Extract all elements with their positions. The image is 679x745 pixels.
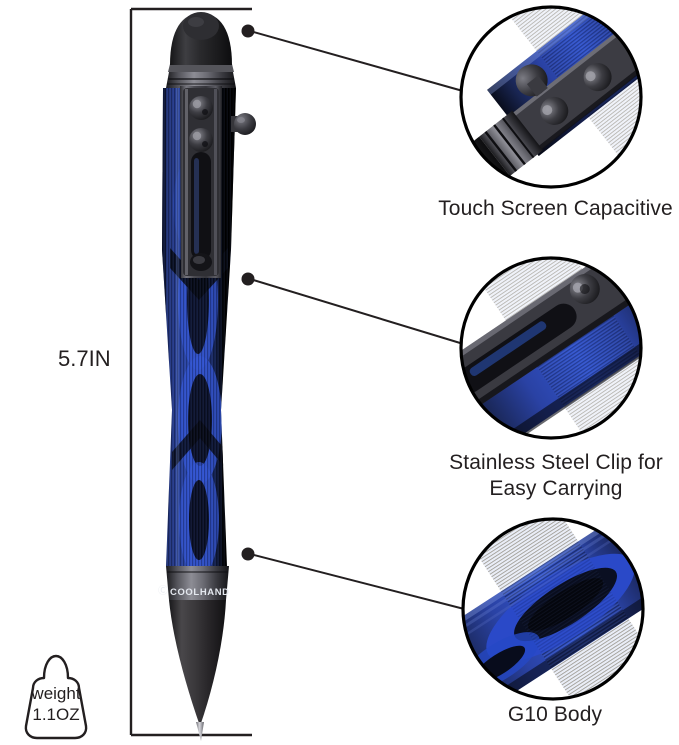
pen-lower-barrel: [166, 566, 229, 741]
clip-screw-mid: [189, 128, 213, 152]
leader-dots: [241, 24, 255, 561]
clip-screw-bottom: [190, 253, 212, 271]
callout-label-g10-body: G10 Body: [507, 703, 603, 726]
pen-stylus-tip: [166, 12, 236, 88]
leader-lines: [249, 30, 473, 612]
clip-screw-top: [189, 96, 213, 120]
weight-tag: weight 1.1OZ: [7, 666, 105, 738]
weight-tag-text: weight 1.1OZ: [7, 683, 105, 725]
pen-illustration: [162, 12, 256, 741]
pen-g10-barrel: [162, 88, 236, 566]
pen-side-knob: [231, 113, 256, 135]
weight-tag-value: 1.1OZ: [32, 705, 80, 724]
callout-label-steel-clip: Stainless Steel Clip for Easy Carrying: [449, 451, 663, 500]
weight-tag-title: weight: [31, 684, 81, 703]
callout-inset-touch-screen: [459, 5, 643, 189]
weight-tag-shape: [24, 654, 88, 740]
pen-steel-clip: [180, 86, 222, 278]
dimension-length-label: 5.7IN: [58, 346, 111, 371]
dimension-line: [129, 7, 252, 737]
callout-label-touch-screen: Touch Screen Capacitive: [438, 197, 673, 220]
